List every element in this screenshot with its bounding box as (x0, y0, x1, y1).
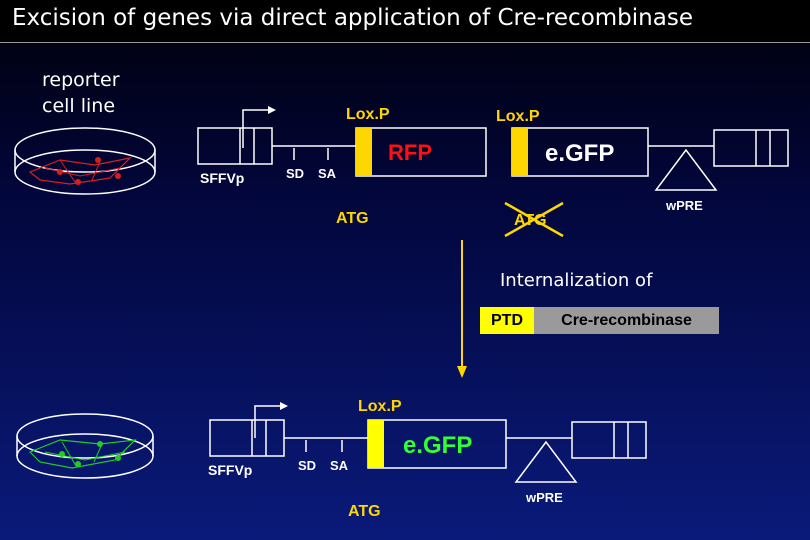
atg-cross (504, 201, 564, 238)
promoter-label-bottom: SFFVp (208, 462, 253, 478)
promoter-arrow-bottom (254, 405, 280, 438)
egfp-label-top: e.GFP (545, 140, 615, 167)
atg-crossed-label: ATG (514, 212, 547, 229)
ltr-right-box (713, 129, 789, 167)
egfp-label-bottom: e.GFP (403, 432, 473, 459)
sa-label: SA (318, 166, 337, 181)
promoter-arrow (242, 109, 268, 148)
cre-recombinase-box: Cre-recombinase (534, 307, 719, 334)
atg-label: ATG (336, 210, 369, 227)
loxp-marker-bottom (368, 420, 384, 468)
sd-label-bottom: SD (298, 458, 317, 473)
ltr-right-box-bottom (571, 421, 647, 459)
loxp-label-right: Lox.P (496, 108, 540, 125)
sd-label: SD (286, 166, 305, 181)
rfp-label: RFP (388, 140, 432, 165)
loxp-label-bottom: Lox.P (358, 398, 402, 415)
ltr-left-box-bottom (209, 419, 285, 457)
loxp-left-marker (356, 128, 372, 176)
wpre-triangle-top (654, 148, 718, 191)
atg-label-bottom: ATG (348, 503, 381, 520)
ptd-box: PTD (480, 307, 534, 334)
petri-dish-red (14, 127, 156, 195)
internalization-text: Internalization of (500, 270, 653, 291)
sa-label-bottom: SA (330, 458, 349, 473)
loxp-right-marker (512, 128, 528, 176)
petri-dish-green (16, 413, 154, 479)
slide-title: Excision of genes via direct application… (12, 5, 693, 31)
reporter-label-line2: cell line (42, 95, 116, 117)
reporter-label-line1: reporter (42, 69, 120, 91)
wpre-label-bottom: wPRE (526, 490, 563, 505)
title-bar: Excision of genes via direct application… (0, 0, 810, 43)
loxp-label-left: Lox.P (346, 106, 390, 123)
wpre-triangle-bottom (514, 440, 578, 483)
promoter-label: SFFVp (200, 170, 245, 186)
ltr-left-box (197, 127, 273, 165)
wpre-label-top: wPRE (666, 198, 703, 213)
